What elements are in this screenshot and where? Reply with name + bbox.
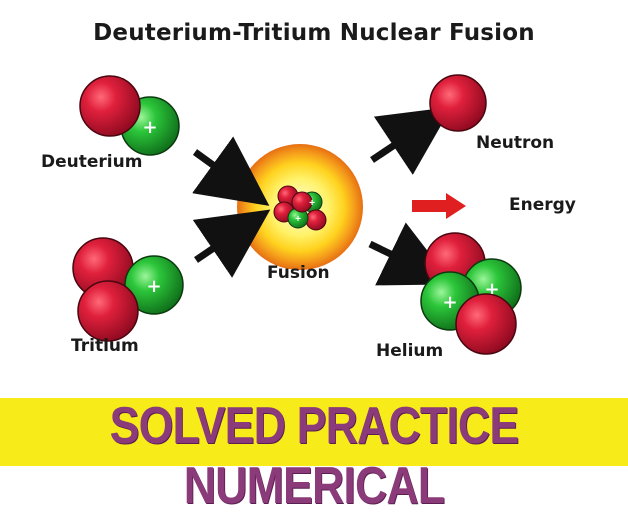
fusion-particle-neutron bbox=[291, 191, 313, 213]
label-deuterium: Deuterium bbox=[41, 152, 143, 172]
arrow-fusion-to-neutron bbox=[370, 106, 452, 175]
fusion-diagram: Deuterium-Tritium Nuclear Fusion bbox=[0, 20, 628, 515]
banner-background bbox=[0, 398, 628, 466]
label-tritium: Tritium bbox=[71, 336, 139, 356]
label-energy: Energy bbox=[509, 195, 576, 215]
label-helium: Helium bbox=[376, 341, 444, 361]
tritium-proton bbox=[124, 255, 184, 315]
energy-arrow bbox=[412, 193, 466, 219]
fusion-particle-neutron bbox=[305, 209, 327, 231]
diagram-title: Deuterium-Tritium Nuclear Fusion bbox=[93, 20, 535, 46]
deuterium-nucleus: + bbox=[79, 75, 180, 156]
fusion-plus-2: + bbox=[295, 214, 301, 225]
fusion-plus-1: + bbox=[309, 198, 315, 209]
label-neutron: Neutron bbox=[476, 133, 555, 153]
tritium-neutron-2 bbox=[77, 280, 139, 342]
arrow-deuterium-to-fusion bbox=[192, 136, 270, 206]
banner-text: SOLVED PRACTICE NUMERICAL bbox=[109, 397, 520, 515]
arrows bbox=[192, 106, 466, 286]
tritium-nucleus: + bbox=[72, 237, 184, 342]
helium-proton-2-plus: + bbox=[442, 292, 457, 313]
helium-neutron-2 bbox=[455, 293, 517, 355]
product-neutron bbox=[429, 74, 487, 132]
helium-nucleus: + + bbox=[420, 232, 522, 355]
tritium-proton-plus: + bbox=[146, 276, 161, 297]
diagram-graphics: + + + + bbox=[72, 74, 522, 355]
label-fusion: Fusion bbox=[267, 263, 330, 283]
arrow-fusion-to-helium bbox=[368, 222, 454, 286]
arrow-tritium-to-fusion bbox=[192, 209, 271, 278]
deuterium-proton-plus: + bbox=[142, 117, 157, 138]
deuterium-neutron bbox=[79, 75, 141, 137]
fusion-core: + + bbox=[237, 144, 363, 270]
